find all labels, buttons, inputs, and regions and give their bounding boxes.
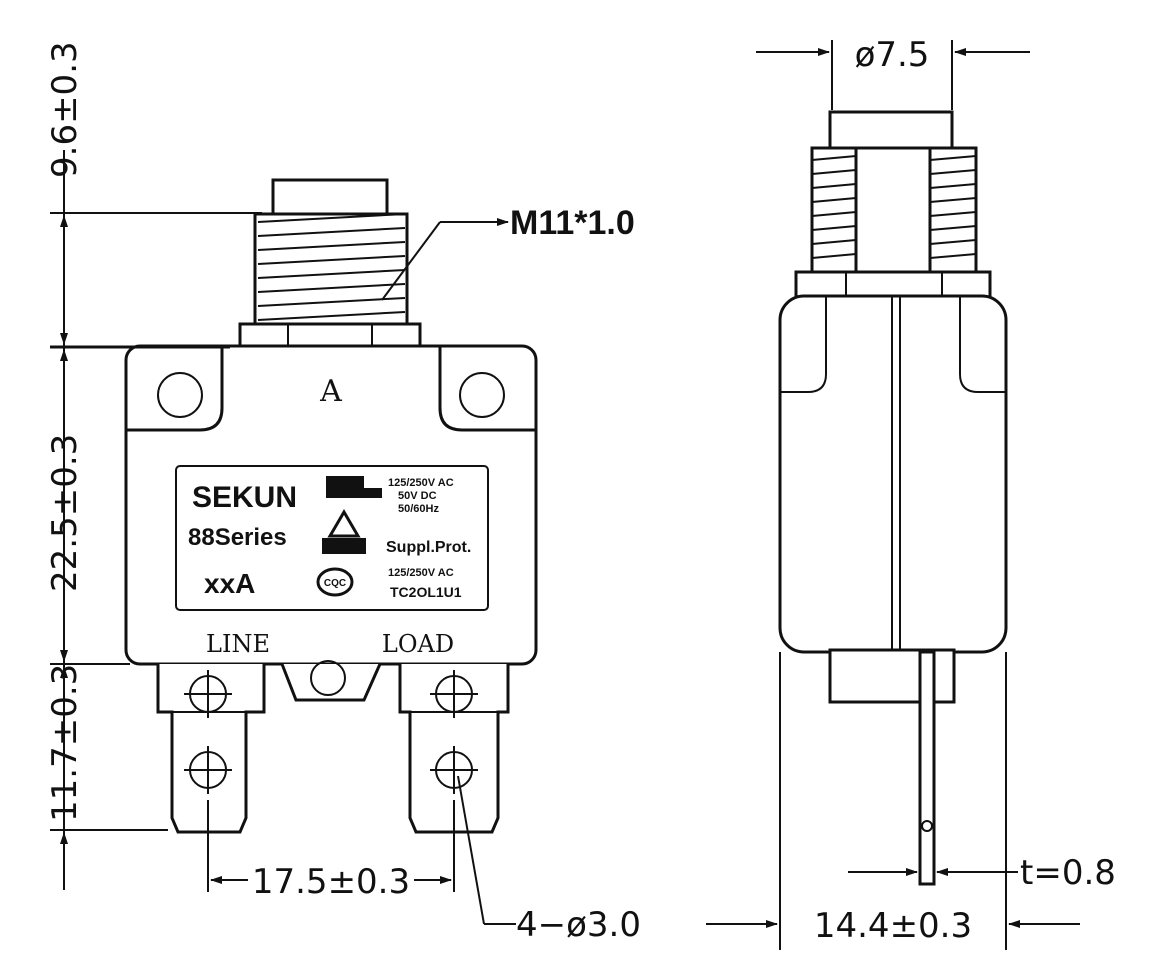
button-dia-dimension — [756, 40, 1030, 110]
side-view: ø7.5 t=0.8 14.4±0.3 — [706, 35, 1116, 950]
dim-thickness: t=0.8 — [1020, 853, 1116, 893]
thread-leader — [381, 218, 509, 301]
body-letter: A — [319, 374, 342, 409]
dim-terminal-height: 11.7±0.3 — [45, 664, 85, 822]
width-dimension — [706, 652, 1080, 950]
breaker-body: A — [124, 344, 538, 666]
bottom-boss — [280, 663, 382, 702]
side-body — [778, 294, 1008, 654]
terminal-load-label: LOAD — [382, 630, 454, 658]
cert-line-1: 125/250V AC — [388, 477, 454, 489]
front-view: A SEKUN 88Series xxA 125/250V AC 50V DC … — [45, 41, 641, 945]
side-nut — [794, 270, 992, 300]
threaded-neck — [253, 212, 409, 328]
dim-width: 14.4±0.3 — [814, 906, 972, 946]
hex-nut — [238, 322, 422, 350]
suppl-prot-text: Suppl.Prot. — [386, 539, 471, 556]
mounting-hole-right — [459, 372, 505, 418]
cert-line-3: 50/60Hz — [398, 503, 439, 515]
svg-text:CQC: CQC — [324, 578, 346, 589]
rating-text: xxA — [204, 568, 255, 599]
mounting-hole-left — [157, 372, 203, 418]
side-terminal-blade — [918, 650, 936, 886]
series-text: 88Series — [188, 524, 287, 551]
cert-line-2: 50V DC — [398, 490, 437, 502]
dim-body-height: 22.5±0.3 — [45, 434, 85, 592]
terminal-line-label: LINE — [206, 630, 270, 658]
label-plate: SEKUN 88Series xxA 125/250V AC 50V DC 50… — [175, 465, 489, 611]
dim-terminal-pitch: 17.5±0.3 — [252, 862, 410, 902]
reset-button-cap — [271, 178, 389, 216]
side-threaded-neck — [810, 146, 978, 274]
cqc-logo: CQC — [316, 567, 354, 597]
ul-listing-logo — [326, 476, 382, 498]
terminal-line — [156, 664, 266, 834]
pitch-dimension — [207, 800, 455, 892]
vertical-dimension — [50, 150, 262, 890]
hole-leader — [457, 775, 516, 925]
dim-top-height: 9.6±0.3 — [45, 41, 85, 178]
cert-line-4: 125/250V AC — [388, 567, 454, 579]
thread-callout: M11*1.0 — [510, 204, 635, 242]
tuv-logo — [322, 509, 366, 554]
side-button-cap — [828, 110, 954, 152]
cert-line-5: TC2OL1U1 — [390, 584, 462, 600]
dim-button-dia: ø7.5 — [855, 35, 930, 75]
hole-callout: 4−ø3.0 — [516, 905, 641, 945]
brand-text: SEKUN — [192, 481, 297, 514]
